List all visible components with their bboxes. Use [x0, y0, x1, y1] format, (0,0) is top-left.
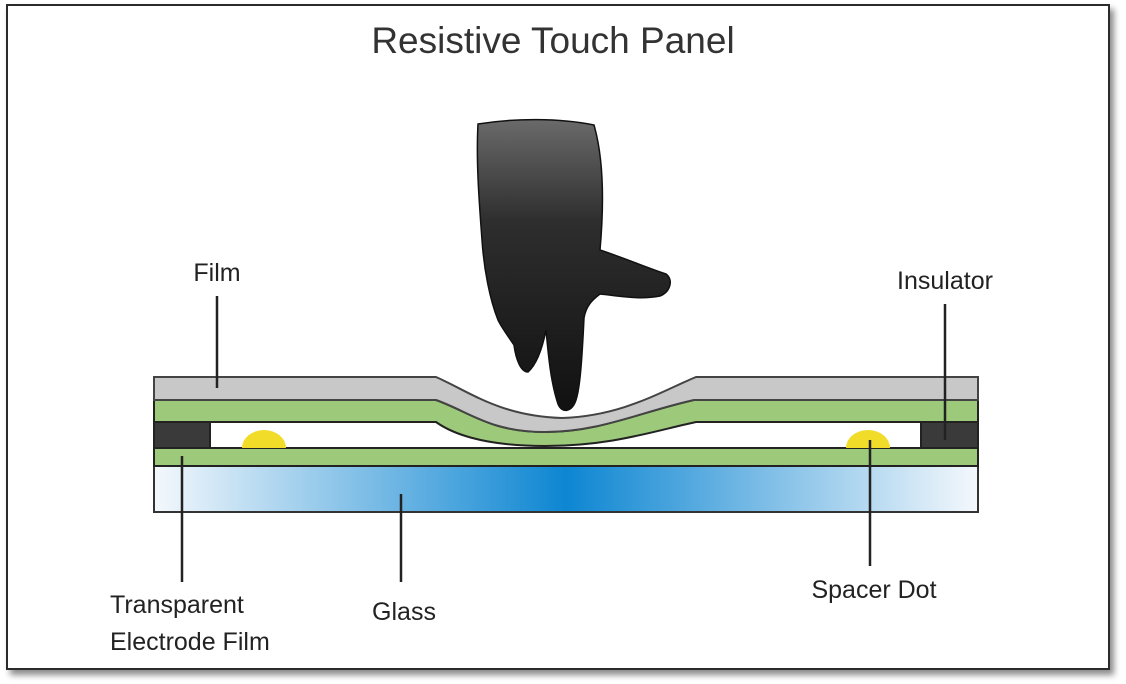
glass-label: Glass — [372, 598, 436, 626]
spacer-dot-left — [242, 430, 286, 448]
transparent-electrode-label-line2: Electrode Film — [110, 628, 270, 656]
insulator-right — [920, 421, 979, 449]
diagram-title: Resistive Touch Panel — [371, 20, 734, 61]
film-layer — [153, 376, 979, 434]
spacer-dot-label: Spacer Dot — [811, 576, 936, 604]
insulator-label: Insulator — [897, 267, 993, 295]
film-label: Film — [193, 259, 240, 287]
transparent-electrode-label-line1: Transparent — [110, 591, 244, 619]
bottom-electrode-film — [153, 447, 979, 467]
glass-layer — [153, 465, 979, 513]
pointing-hand-icon — [476, 118, 671, 412]
spacer-dot-right — [846, 430, 890, 448]
insulator-left — [153, 421, 211, 449]
